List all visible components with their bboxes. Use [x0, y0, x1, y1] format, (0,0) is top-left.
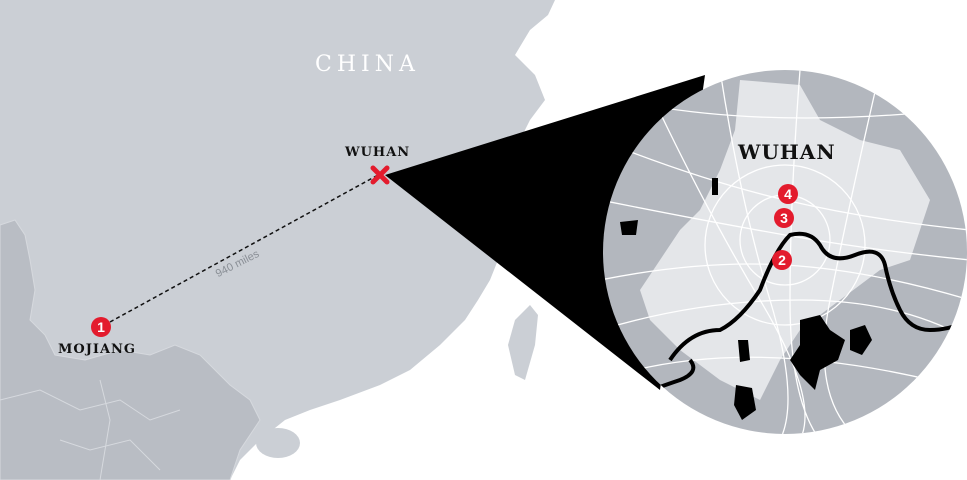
- marker-4[interactable]: 4: [778, 184, 798, 204]
- marker-3[interactable]: 3: [774, 208, 794, 228]
- city-label-mojiang: MOJIANG: [58, 342, 137, 357]
- lake-south2: [734, 385, 756, 420]
- hainan: [256, 428, 300, 458]
- marker-2[interactable]: 2: [772, 250, 792, 270]
- lake-small: [850, 325, 872, 355]
- marker-1[interactable]: 1: [91, 317, 111, 337]
- lake-west: [620, 220, 638, 235]
- wuhan-x-icon: [370, 165, 390, 185]
- city-label-wuhan: WUHAN: [345, 145, 411, 160]
- route-line: [109, 174, 379, 323]
- border-lines: [0, 379, 181, 480]
- taiwan: [508, 305, 538, 380]
- lake-east: [790, 315, 845, 390]
- neighbor-countries: [0, 219, 261, 480]
- inset-title: WUHAN: [738, 140, 836, 164]
- yangtze-river: [668, 231, 967, 362]
- lake-north: [712, 178, 718, 195]
- lake-south: [738, 340, 750, 362]
- country-label-china: CHINA: [315, 52, 420, 77]
